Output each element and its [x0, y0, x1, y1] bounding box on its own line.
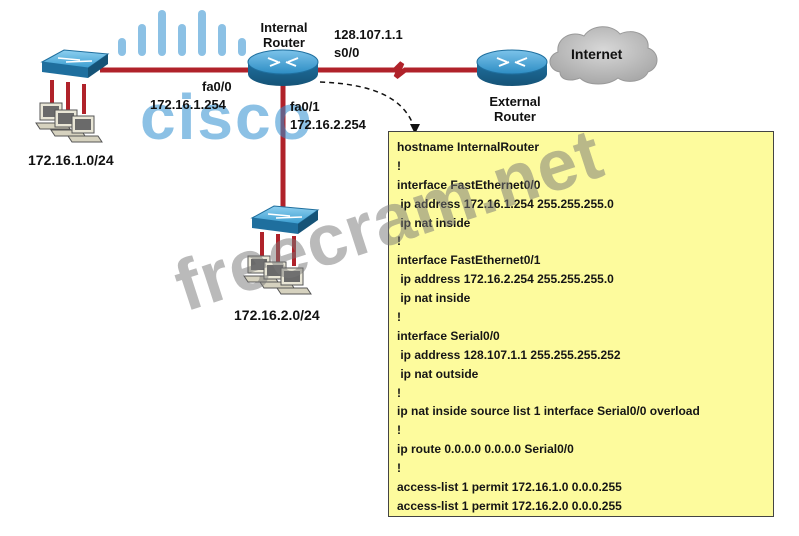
config-line: hostname InternalRouter — [397, 140, 540, 154]
config-pointer-arrow — [319, 81, 420, 134]
config-line: ! — [397, 158, 401, 173]
config-line: ! — [397, 461, 401, 476]
lan1-switch-icon — [40, 49, 110, 78]
router-config-box: hostname InternalRouter ! interface Fast… — [388, 131, 774, 517]
config-line: ! — [397, 234, 401, 249]
lan2-switch-icon — [250, 205, 320, 234]
lan1-network-label: 172.16.1.0/24 — [28, 152, 114, 168]
config-line: ip route 0.0.0.0 0.0.0.0 Serial0/0 — [397, 442, 574, 457]
config-line: access-list 1 permit 172.16.1.0 0.0.0.25… — [397, 480, 622, 495]
serial-ip-label: 128.107.1.1 — [334, 27, 403, 42]
config-line: interface Serial0/0 — [397, 328, 500, 343]
lan2-network-label: 172.16.2.0/24 — [234, 307, 320, 323]
external-router-icon — [476, 49, 548, 86]
config-line: access-list 1 permit 172.16.2.0 0.0.0.25… — [397, 498, 622, 513]
external-router-label: External Router — [489, 94, 541, 124]
serial-interface-label: s0/0 — [334, 45, 360, 60]
fa01-interface-label: fa0/1 — [290, 99, 320, 114]
fa00-interface-label: fa0/0 — [202, 79, 232, 94]
serial-link — [318, 61, 480, 79]
internal-router-label: Internal Router — [260, 20, 308, 50]
config-line: ip nat outside — [397, 366, 479, 381]
lan2-pc-icons — [243, 255, 312, 295]
internet-label: Internet — [571, 46, 623, 62]
config-line: interface FastEthernet0/0 — [397, 177, 541, 192]
cisco-watermark-text: cisco — [140, 81, 314, 153]
fa01-ip-label: 172.16.2.254 — [290, 117, 366, 132]
config-line: ip address 128.107.1.1 255.255.255.252 — [397, 347, 621, 362]
config-line: ip address 172.16.2.254 255.255.255.0 — [397, 272, 614, 287]
internal-router-icon — [247, 49, 319, 86]
config-line: ip nat inside — [397, 291, 471, 306]
config-line: ip nat inside — [397, 215, 471, 230]
internet-cloud-icon — [549, 26, 658, 85]
config-line: ! — [397, 423, 401, 438]
config-line: ! — [397, 310, 401, 325]
lan1-pc-icons — [35, 102, 103, 143]
fa00-ip-label: 172.16.1.254 — [150, 97, 226, 112]
config-line: ip nat inside source list 1 interface Se… — [397, 404, 700, 419]
config-line: ip address 172.16.1.254 255.255.255.0 — [397, 196, 614, 211]
config-line: ! — [397, 385, 401, 400]
config-line: interface FastEthernet0/1 — [397, 253, 541, 268]
